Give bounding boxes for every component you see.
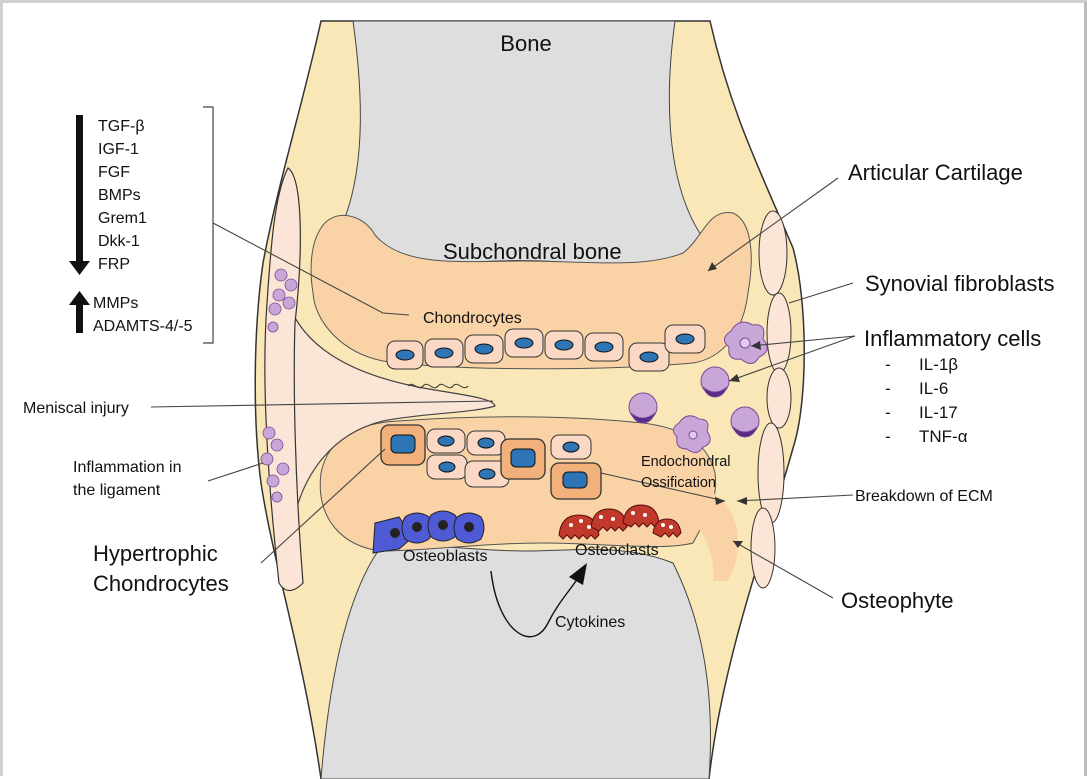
- chondrocyte-nucleus: [478, 438, 494, 448]
- osteoblasts-label: Osteoblasts: [403, 548, 487, 565]
- oa-joint-diagram: Bone Articular Cartilage Subchondral bon…: [3, 3, 1084, 779]
- hypertrophic-label-line2: Chondrocytes: [93, 571, 229, 596]
- chondrocyte-nucleus: [479, 469, 495, 479]
- chondrocytes-label: Chondrocytes: [423, 310, 522, 327]
- chondrocyte-nucleus: [676, 334, 694, 344]
- chondrocyte-nucleus: [438, 436, 454, 446]
- chondrocyte-nucleus: [640, 352, 658, 362]
- articular-cartilage-label: Articular Cartilage: [848, 160, 1023, 185]
- inflammatory-cells-label: Inflammatory cells: [864, 326, 1041, 351]
- endochondral-label-line2: Ossification: [641, 475, 716, 491]
- factor-item: TGF-β: [98, 118, 145, 135]
- hypertrophic-nucleus: [511, 449, 535, 467]
- factor-item: FGF: [98, 164, 130, 181]
- cytokine-item: IL-6: [919, 379, 948, 398]
- chondrocyte-nucleus: [435, 348, 453, 358]
- chondrocyte-nucleus: [595, 342, 613, 352]
- list-dash: -: [885, 355, 891, 374]
- up-factor-list: MMPs ADAMTS-4/-5: [93, 295, 193, 335]
- inflammation-ligament-line2: the ligament: [73, 482, 161, 499]
- osteoclasts-label: Osteoclasts: [575, 542, 659, 559]
- down-arrow: [69, 115, 90, 275]
- list-dash: -: [885, 427, 891, 446]
- meniscal-injury-label: Meniscal injury: [23, 400, 129, 417]
- chondrocyte-nucleus: [396, 350, 414, 360]
- upper-marrow: [333, 21, 703, 267]
- cytokines-label: Cytokines: [555, 614, 625, 631]
- factor-item: Grem1: [98, 210, 147, 227]
- inflammation-ligament-line1: Inflammation in: [73, 459, 182, 476]
- factor-item: ADAMTS-4/-5: [93, 318, 193, 335]
- chondrocyte-nucleus: [475, 344, 493, 354]
- breakdown-ecm-label: Breakdown of ECM: [855, 488, 993, 505]
- endochondral-label-line1: Endochondral: [641, 454, 731, 470]
- subchondral-bone-label: Subchondral bone: [443, 239, 622, 264]
- chondrocyte-nucleus: [555, 340, 573, 350]
- cytokine-item: TNF-α: [919, 427, 968, 446]
- factor-bracket: [203, 107, 213, 343]
- chondrocyte-nucleus: [439, 462, 455, 472]
- lower-marrow: [321, 547, 711, 779]
- factor-item: Dkk-1: [98, 233, 140, 250]
- hypertrophic-label-line1: Hypertrophic: [93, 541, 218, 566]
- factor-item: MMPs: [93, 295, 138, 312]
- list-dash: -: [885, 403, 891, 422]
- down-factor-list: TGF-β IGF-1 FGF BMPs Grem1 Dkk-1 FRP: [98, 118, 147, 273]
- chondrocyte-nucleus: [515, 338, 533, 348]
- bone-label: Bone: [500, 31, 551, 56]
- chondrocyte-nucleus: [563, 442, 579, 452]
- hypertrophic-nucleus: [563, 472, 587, 488]
- up-arrow: [69, 291, 90, 333]
- factor-item: IGF-1: [98, 141, 139, 158]
- cytokine-list: - IL-1β - IL-6 - IL-17 - TNF-α: [885, 355, 968, 446]
- hypertrophic-nucleus: [391, 435, 415, 453]
- osteophyte-label: Osteophyte: [841, 588, 954, 613]
- list-dash: -: [885, 379, 891, 398]
- factor-item: BMPs: [98, 187, 141, 204]
- factor-item: FRP: [98, 256, 130, 273]
- cytokine-item: IL-17: [919, 403, 958, 422]
- synovial-fibroblasts-label: Synovial fibroblasts: [865, 271, 1055, 296]
- cytokine-item: IL-1β: [919, 355, 958, 374]
